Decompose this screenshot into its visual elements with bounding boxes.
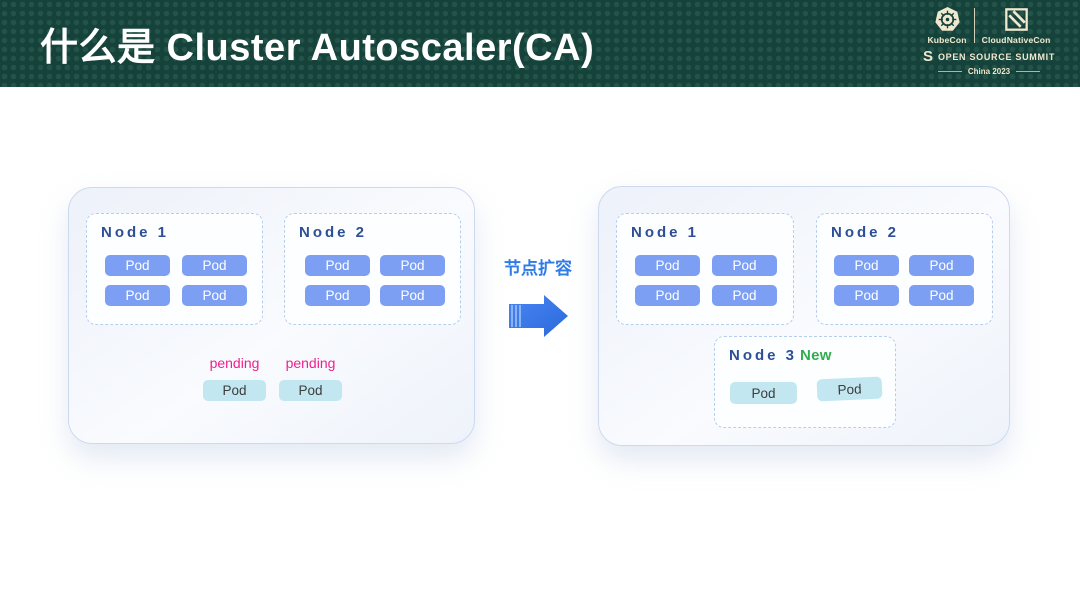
pod: Pod	[305, 255, 370, 276]
pod: Pod	[712, 285, 777, 306]
open-source-summit-logo: S OPEN SOURCE SUMMIT	[922, 48, 1056, 65]
after-node-3-new: Node 3 New Pod Pod	[714, 336, 896, 428]
after-node-2: Node 2 Pod Pod Pod Pod	[816, 213, 993, 325]
cluster-before: Node 1 Pod Pod Pod Pod Node 2 Pod Pod Po…	[68, 187, 475, 444]
conference-logos-row: KubeCon CloudNativeCon	[920, 6, 1057, 45]
pod: Pod	[816, 376, 883, 402]
scale-out-label: 节点扩容	[504, 259, 572, 278]
edition-rule-left	[937, 71, 962, 72]
before-node-2: Node 2 Pod Pod Pod Pod	[284, 213, 461, 325]
kubecon-logo: KubeCon	[920, 6, 973, 45]
summit-s-icon: S	[922, 48, 933, 65]
pod: Pod	[635, 285, 700, 306]
pending-pod: Pod	[203, 380, 266, 401]
pod: Pod	[105, 255, 170, 276]
node-title-row: Node 1	[631, 224, 699, 241]
pod: Pod	[730, 382, 797, 404]
node-title-row: Node 2	[831, 224, 899, 241]
node-title-row: Node 2	[299, 224, 367, 241]
kubecon-label: KubeCon	[927, 35, 967, 45]
pod: Pod	[909, 255, 974, 276]
summit-label: OPEN SOURCE SUMMIT	[937, 51, 1056, 62]
before-node-1: Node 1 Pod Pod Pod Pod	[86, 213, 263, 325]
pending-pod-group-1: pending Pod	[203, 355, 266, 401]
edition-row: China 2023	[937, 67, 1041, 76]
node-title-row: Node 3 New	[729, 347, 832, 364]
cloudnativecon-label: CloudNativeCon	[981, 35, 1051, 45]
cloudnativecon-icon	[1003, 6, 1030, 33]
right-arrow-icon	[507, 292, 569, 340]
edition-label: China 2023	[967, 67, 1011, 76]
cluster-after: Node 1 Pod Pod Pod Pod Node 2 Pod Pod Po…	[598, 186, 1010, 446]
pod: Pod	[380, 255, 445, 276]
slide-header: 什么是 Cluster Autoscaler(CA)	[0, 0, 1080, 87]
node-title: Node 2	[831, 224, 900, 241]
pod: Pod	[635, 255, 700, 276]
logo-divider	[973, 8, 975, 43]
pod: Pod	[834, 285, 899, 306]
pending-label: pending	[285, 355, 336, 371]
node-title: Node 3	[729, 347, 798, 364]
pod: Pod	[105, 285, 170, 306]
pending-pod: Pod	[279, 380, 342, 401]
node-title: Node 2	[299, 224, 368, 241]
pod: Pod	[909, 285, 974, 306]
after-node-1: Node 1 Pod Pod Pod Pod	[616, 213, 794, 325]
new-badge: New	[800, 347, 832, 364]
pending-label: pending	[209, 355, 260, 371]
pending-pod-group-2: pending Pod	[279, 355, 342, 401]
pod: Pod	[305, 285, 370, 306]
node-title-row: Node 1	[101, 224, 169, 241]
edition-rule-right	[1016, 71, 1041, 72]
pod: Pod	[182, 255, 247, 276]
cloudnativecon-logo: CloudNativeCon	[975, 6, 1058, 45]
node-title: Node 1	[631, 224, 700, 241]
pod: Pod	[380, 285, 445, 306]
pod: Pod	[834, 255, 899, 276]
event-logos: KubeCon CloudNativeCon S OPEN	[908, 6, 1070, 76]
pod: Pod	[182, 285, 247, 306]
kubernetes-helm-icon	[934, 6, 961, 33]
node-title: Node 1	[101, 224, 170, 241]
page-title: 什么是 Cluster Autoscaler(CA)	[40, 27, 595, 69]
pod: Pod	[712, 255, 777, 276]
